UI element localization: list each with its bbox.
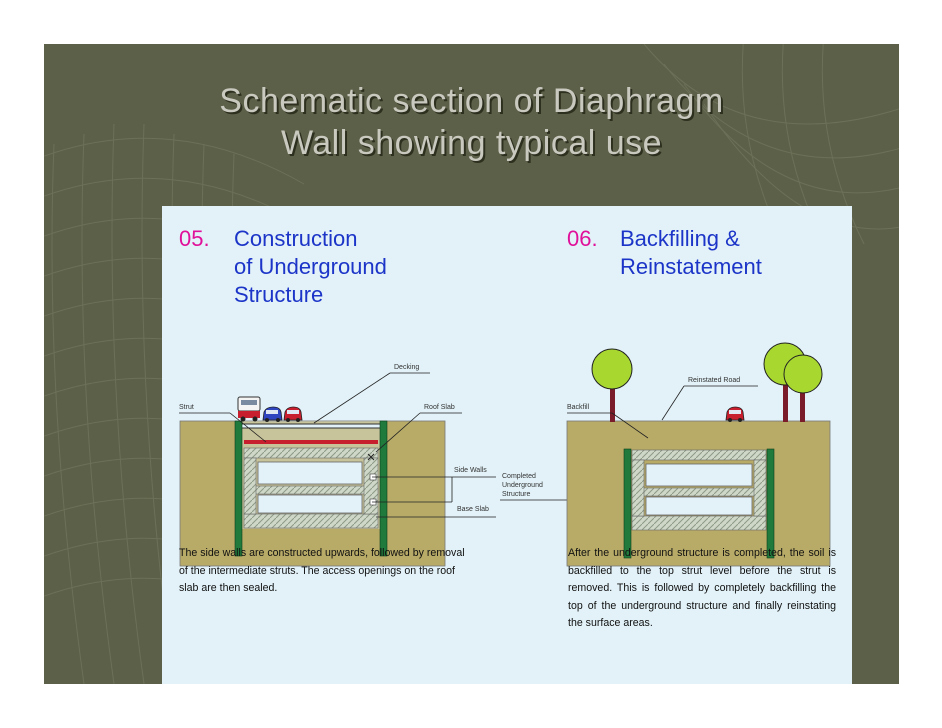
- left-decking: [236, 423, 386, 429]
- label-completed-structure-1: Completed: [502, 473, 536, 480]
- right-roof-slab: [631, 449, 767, 461]
- car-blue-icon: [262, 406, 283, 422]
- left-side-wall-r: [363, 457, 379, 515]
- step-05-number: 05.: [179, 226, 210, 251]
- right-base-slab: [631, 515, 767, 531]
- slide-title-line-2: Wall showing typical use: [280, 124, 663, 162]
- right-chamber-lower: [645, 496, 753, 516]
- truck-icon: [237, 396, 261, 422]
- step-05-title-line-3: Structure: [234, 282, 323, 307]
- slide-title-line-1: Schematic section of Diaphragm: [219, 82, 724, 120]
- label-strut: Strut: [179, 404, 194, 411]
- label-completed-structure-2: Underground: [502, 482, 543, 489]
- step-06-number: 06.: [567, 226, 598, 251]
- step-06-title-line-1: Backfilling &: [620, 226, 740, 251]
- tree-icon: [591, 348, 633, 422]
- right-side-wall-r: [753, 459, 767, 517]
- step-05-title-line-2: of Underground: [234, 254, 387, 279]
- step-06-caption: After the underground structure is compl…: [568, 547, 836, 629]
- step-05-caption: The side walls are constructed upwards, …: [179, 547, 465, 594]
- label-side-walls: Side Walls: [454, 467, 487, 474]
- car-red-icon: [283, 406, 303, 422]
- diagram-svg: 05. Construction of Underground Structur…: [179, 226, 831, 567]
- left-mid-slab: [243, 485, 379, 495]
- label-reinstated-road: Reinstated Road: [688, 377, 740, 384]
- diagram-panel: 05. Construction of Underground Structur…: [162, 206, 852, 684]
- tree-icon: [763, 342, 823, 422]
- right-diaphragm-wall-r: [766, 448, 775, 559]
- step-06-title-line-2: Reinstatement: [620, 254, 762, 279]
- slide-title: Schematic section of Diaphragm Wall show…: [44, 80, 899, 164]
- label-backfill: Backfill: [567, 404, 590, 411]
- left-diaphragm-wall-r: [379, 420, 388, 557]
- right-chamber-upper: [645, 463, 753, 487]
- left-strut-beam: [244, 440, 378, 444]
- left-diaphragm-wall-l: [234, 420, 243, 557]
- right-diaphragm-wall-l: [623, 448, 632, 559]
- left-base-slab: [243, 513, 379, 529]
- label-base-slab: Base Slab: [457, 506, 489, 513]
- cross-mark: [367, 453, 375, 461]
- left-chamber-upper: [257, 461, 363, 485]
- car-red-icon: [725, 406, 745, 422]
- step-05-title-line-1: Construction: [234, 226, 358, 251]
- label-completed-structure-3: Structure: [502, 491, 531, 498]
- right-side-wall-l: [631, 459, 645, 517]
- right-mid-slab: [631, 487, 767, 497]
- left-roof-slab: [243, 447, 379, 459]
- left-side-wall-l: [243, 457, 257, 515]
- label-decking: Decking: [394, 364, 419, 371]
- left-chamber-lower: [257, 494, 363, 514]
- slide: Schematic section of Diaphragm Wall show…: [44, 44, 899, 684]
- label-roof-slab: Roof Slab: [424, 404, 455, 411]
